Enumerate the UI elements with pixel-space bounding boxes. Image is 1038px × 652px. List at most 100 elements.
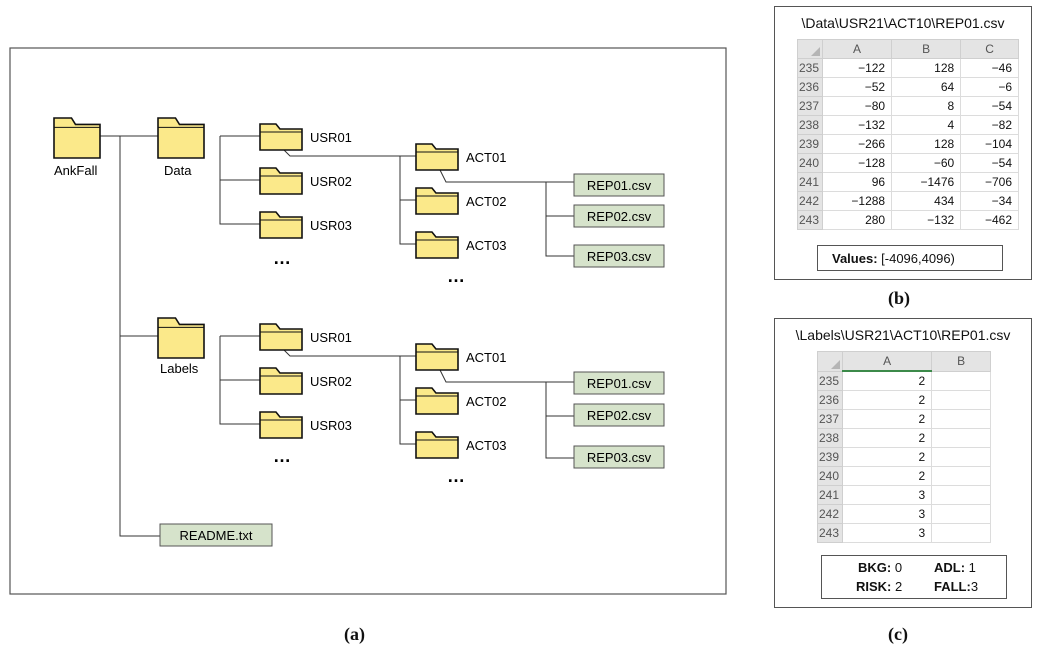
table-cell[interactable] (931, 504, 991, 524)
table-cell[interactable] (931, 523, 991, 543)
table-cell[interactable]: −266 (821, 134, 893, 154)
row-header[interactable]: 241 (817, 485, 843, 505)
folder-icon (259, 123, 303, 151)
row-header[interactable]: 237 (817, 409, 843, 429)
column-header-b[interactable]: B (931, 351, 991, 372)
folder-node-labels-act02[interactable]: ACT02 (415, 387, 506, 415)
file-node-readme[interactable]: README.txt (159, 523, 273, 547)
table-cell[interactable]: 2 (841, 428, 933, 448)
table-cell[interactable]: 8 (891, 96, 962, 116)
row-header[interactable]: 241 (797, 172, 823, 192)
folder-node-data-act02[interactable]: ACT02 (415, 187, 506, 215)
row-header[interactable]: 237 (797, 96, 823, 116)
table-cell[interactable] (931, 466, 991, 486)
table-cell[interactable] (931, 447, 991, 467)
folder-node-labels-act03[interactable]: ACT03 (415, 431, 506, 459)
table-cell[interactable]: −128 (821, 153, 893, 173)
table-cell[interactable]: 2 (841, 409, 933, 429)
row-header[interactable]: 235 (817, 370, 843, 391)
file-node-data-rep02[interactable]: REP02.csv (573, 204, 665, 228)
file-node-data-rep01[interactable]: REP01.csv (573, 173, 665, 197)
table-cell[interactable]: 128 (891, 58, 962, 78)
folder-node-data-act03[interactable]: ACT03 (415, 231, 506, 259)
row-header[interactable]: 242 (817, 504, 843, 524)
folder-node-labels[interactable]: Labels (157, 317, 205, 376)
row-header[interactable]: 236 (817, 390, 843, 410)
folder-icon (259, 323, 303, 351)
folder-node-labels-usr03[interactable]: USR03 (259, 411, 352, 439)
row-header[interactable]: 240 (817, 466, 843, 486)
table-cell[interactable]: 280 (821, 210, 893, 230)
table-cell[interactable] (931, 409, 991, 429)
file-node-labels-rep02[interactable]: REP02.csv (573, 403, 665, 427)
row-header[interactable]: 238 (797, 115, 823, 135)
table-cell[interactable] (931, 390, 991, 410)
table-cell[interactable]: 3 (841, 504, 933, 524)
row-header[interactable]: 239 (817, 447, 843, 467)
table-cell[interactable]: −54 (960, 153, 1019, 173)
folder-node-ankfall[interactable]: AnkFall (53, 117, 101, 178)
file-node-data-rep03[interactable]: REP03.csv (573, 244, 665, 268)
folder-node-labels-usr02[interactable]: USR02 (259, 367, 352, 395)
table-cell[interactable]: −52 (821, 77, 893, 97)
folder-node-labels-act01[interactable]: ACT01 (415, 343, 506, 371)
row-header[interactable]: 240 (797, 153, 823, 173)
table-cell[interactable]: −60 (891, 153, 962, 173)
table-cell[interactable]: −6 (960, 77, 1019, 97)
folder-node-data-usr02[interactable]: USR02 (259, 167, 352, 195)
folder-node-data-usr03[interactable]: USR03 (259, 211, 352, 239)
table-cell[interactable]: 3 (841, 523, 933, 543)
file-label: README.txt (180, 528, 253, 543)
folder-node-data-usr01[interactable]: USR01 (259, 123, 352, 151)
table-cell[interactable]: 2 (841, 370, 933, 391)
table-cell[interactable]: −132 (821, 115, 893, 135)
table-cell[interactable]: −54 (960, 96, 1019, 116)
column-header-b[interactable]: B (891, 39, 962, 59)
table-cell[interactable]: −34 (960, 191, 1019, 211)
table-cell[interactable] (931, 485, 991, 505)
folder-node-data[interactable]: Data (157, 117, 205, 178)
row-header[interactable]: 239 (797, 134, 823, 154)
table-cell[interactable]: 2 (841, 390, 933, 410)
file-node-labels-rep03[interactable]: REP03.csv (573, 445, 665, 469)
row-header[interactable]: 242 (797, 191, 823, 211)
table-cell[interactable]: 4 (891, 115, 962, 135)
table-cell[interactable]: −122 (821, 58, 893, 78)
row-header[interactable]: 238 (817, 428, 843, 448)
table-cell[interactable]: 434 (891, 191, 962, 211)
select-all-corner[interactable] (797, 39, 823, 59)
table-cell[interactable] (931, 428, 991, 448)
file-node-labels-rep01[interactable]: REP01.csv (573, 371, 665, 395)
column-header-c[interactable]: C (960, 39, 1019, 59)
table-cell[interactable]: 128 (891, 134, 962, 154)
folder-node-labels-usr01[interactable]: USR01 (259, 323, 352, 351)
table-cell[interactable]: 3 (841, 485, 933, 505)
table-cell[interactable]: −1476 (891, 172, 962, 192)
table-cell[interactable]: −132 (891, 210, 962, 230)
folder-node-data-act01[interactable]: ACT01 (415, 143, 506, 171)
folder-label: ACT03 (466, 438, 506, 453)
table-cell[interactable]: −462 (960, 210, 1019, 230)
table-cell[interactable]: 2 (841, 447, 933, 467)
column-header-a[interactable]: A (821, 39, 893, 59)
file-label: REP03.csv (587, 450, 652, 465)
table-cell[interactable]: 64 (891, 77, 962, 97)
row-header[interactable]: 235 (797, 58, 823, 78)
table-cell[interactable]: −706 (960, 172, 1019, 192)
table-cell[interactable]: −80 (821, 96, 893, 116)
table-cell[interactable]: −82 (960, 115, 1019, 135)
row-header[interactable]: 243 (817, 523, 843, 543)
table-cell[interactable]: 96 (821, 172, 893, 192)
table-cell[interactable] (931, 370, 991, 391)
folder-label: AnkFall (54, 163, 97, 178)
table-cell[interactable]: −46 (960, 58, 1019, 78)
table-cell[interactable]: 2 (841, 466, 933, 486)
select-all-corner[interactable] (817, 351, 843, 372)
row-header[interactable]: 243 (797, 210, 823, 230)
folder-label: USR02 (310, 374, 352, 389)
table-cell[interactable]: −104 (960, 134, 1019, 154)
table-cell[interactable]: −1288 (821, 191, 893, 211)
row-header[interactable]: 236 (797, 77, 823, 97)
column-header-a[interactable]: A (841, 351, 933, 372)
